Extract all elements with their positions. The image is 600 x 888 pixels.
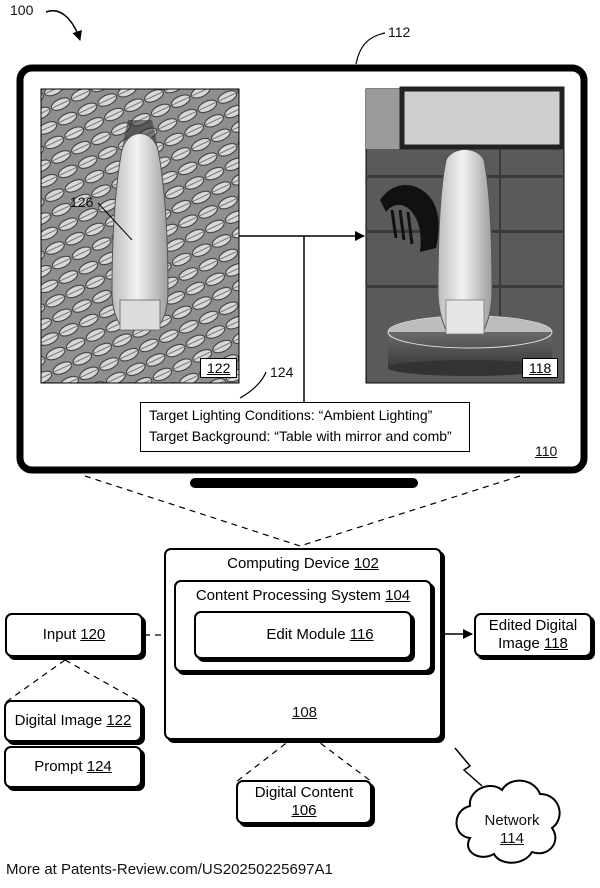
- input-box[interactable]: Input 120: [5, 613, 143, 657]
- prompt-box[interactable]: Prompt 124: [4, 746, 142, 788]
- edited-digital-image-box[interactable]: Edited Digital Image 118: [474, 613, 592, 657]
- source-image: [41, 89, 239, 383]
- monitor-ref: 112: [388, 24, 410, 40]
- figure-label: 100: [10, 2, 33, 18]
- prompt-caption: Target Lighting Conditions: “Ambient Lig…: [140, 402, 470, 452]
- storage-ref: 108: [292, 704, 317, 721]
- edit-module-box[interactable]: Edit Module 116: [194, 611, 412, 659]
- input-fanout-left: [6, 660, 65, 702]
- object-ref: 126: [70, 194, 93, 210]
- computing-device-title: Computing Device 102: [166, 555, 440, 573]
- input-fanout-right: [65, 660, 140, 702]
- monitor-stand: [190, 478, 418, 488]
- digital-content-box[interactable]: Digital Content 106: [236, 780, 372, 824]
- output-image-ref: 118: [522, 358, 558, 378]
- network-link-icon: [455, 748, 482, 786]
- mirror: [402, 89, 562, 147]
- figure-label-arrow: [46, 11, 80, 40]
- footer-source-text: More at Patents-Review.com/US20250225697…: [6, 861, 333, 878]
- digital-image-box[interactable]: Digital Image 122: [4, 700, 142, 742]
- prompt-caption-ref: 124: [270, 364, 293, 380]
- screen-ref: 110: [535, 443, 557, 459]
- output-image: [366, 89, 564, 383]
- prompt-line-lighting: Target Lighting Conditions: “Ambient Lig…: [149, 405, 461, 426]
- network-label[interactable]: Network 114: [476, 812, 548, 848]
- monitor-ref-leader: [356, 33, 385, 64]
- prompt-line-background: Target Background: “Table with mirror an…: [149, 426, 461, 447]
- source-image-ref: 122: [200, 358, 237, 378]
- content-processing-system-title: Content Processing System 104: [176, 587, 430, 605]
